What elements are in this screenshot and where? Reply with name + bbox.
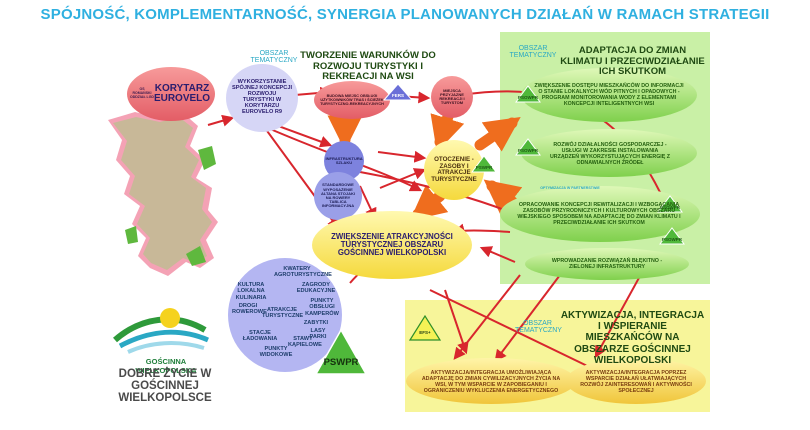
tourism-area-tag: OBSZAR TEMATYCZNY	[250, 50, 298, 65]
climate-option-4: WPROWADZANIE ROZWIĄZAŃ BŁĘKITNO - ZIELON…	[551, 257, 663, 270]
psowpr-label-1: PSOWPR	[518, 95, 539, 101]
mop-oval	[314, 81, 390, 119]
climate-oval-3	[500, 186, 700, 242]
pswpr-triangle-icon	[314, 328, 368, 375]
climate-area-tag: OBSZAR TEMATYCZNY	[509, 45, 557, 60]
word-stacje: STACJE ŁADOWANIA	[242, 330, 278, 343]
word-kultura: KULTURA LOKALNA KULINARIA	[235, 282, 267, 301]
standardowe-label: STANDARDOWE WYPOSAŻENIE ALTANA STOJAKI N…	[320, 182, 356, 209]
word-drogi: DROGI ROWEROWE	[232, 303, 267, 316]
social-area-tag: OBSZAR TEMATYCZNY	[515, 320, 562, 335]
social-option-1: AKTYWIZACJA/INTEGRACJA UMOŻLIWIAJĄCA ADA…	[421, 369, 561, 395]
przyjazne-label: MIEJSCA PRZYJAZNE REKREACJI I TURYSTOM	[439, 87, 465, 106]
infrastruktura-label: INFRASTRUKTURA SZLAKU	[325, 155, 363, 165]
psowpr-label-5: PSWPR	[475, 165, 493, 171]
koncepcja-oval	[226, 64, 298, 132]
climate-option-3-tag: OPTYMIZACJA W PARTNERSTWIE	[540, 186, 600, 191]
word-punkty-kamperow: PUNKTY OBSŁUGI KAMPERÓW	[305, 298, 339, 317]
psowpr-label-3: PSOWPR	[660, 205, 681, 211]
climate-oval-2	[521, 129, 697, 177]
region-map	[108, 112, 218, 276]
zwiekszenie-label: ZWIĘKSZENIE ATRAKCYJNOŚCI TURYSTYCZNEJ O…	[331, 231, 453, 258]
otoczenie-label: OTOCZENIE - ZASOBY I ATRAKCJE TURYSTYCZN…	[431, 156, 477, 183]
social-oval-1	[406, 358, 576, 404]
fers-label: FERS	[391, 93, 404, 99]
efs-label: EFS+	[419, 329, 431, 335]
koncepcja-label: WYKORZYSTANIE SPÓJNEJ KONCEPCJI ROZWOJU …	[232, 79, 292, 115]
psowpr-label-2: PSOWPR	[518, 148, 539, 154]
pswpr-label: PSWPR	[323, 357, 359, 369]
climate-option-3: OPRACOWANIE KONCEPCJI REWITALIZACJI I WZ…	[517, 201, 681, 227]
korytarz-side-label: OS ROMAŃSKI ODDZIAŁ LGD	[130, 87, 154, 99]
standardowe-circle	[314, 172, 362, 220]
climate-heading: ADAPTACJA DO ZMIAN KLIMATU I PRZECIWDZIA…	[560, 45, 705, 78]
miejsca-przyjazne-circle	[431, 76, 473, 118]
word-kwatery: KWATERY AGROTURYSTYCZNE	[274, 266, 332, 279]
word-stawy: STAWY KĄPIELOWE	[288, 336, 322, 349]
word-atrakcje: ATRAKCJE TURYSTYCZNE	[262, 307, 304, 320]
word-zagrody: ZAGRODY EDUKACYJNE	[296, 282, 336, 295]
word-lasy: LASY PARKI	[309, 328, 327, 341]
social-oval-2	[566, 358, 706, 404]
korytarz-label: KORYTARZ EUROVELO	[153, 82, 211, 104]
word-zabytki: ZABYTKI	[303, 320, 329, 326]
atrakcje-circle	[228, 258, 342, 372]
fers-triangle-icon	[382, 83, 414, 101]
korytarz-oval	[127, 67, 215, 121]
psowpr-label-4: PSOWPR	[662, 237, 683, 243]
mop-label: BUDOWA MIEJSC OBSŁUGI UŻYTKOWNIKÓW TRAS …	[320, 94, 384, 106]
climate-option-2: ROZWÓJ DZIAŁALNOŚCI GOSPODARCZEJ - USŁUG…	[549, 141, 671, 167]
psowpr-triangle-icon	[471, 85, 685, 245]
efs-triangle-icon	[408, 314, 442, 341]
social-heading: AKTYWIZACJA, INTEGRACJA I WSPIERANIE MIE…	[560, 310, 705, 366]
climate-oval-4	[525, 248, 689, 280]
climate-option-1: ZWIĘKSZENIE DOSTĘPU MIESZKAŃCÓW DO INFOR…	[534, 82, 684, 108]
climate-oval-1	[521, 68, 697, 122]
tourism-heading: TWORZENIE WARUNKÓW DO ROZWOJU TURYSTYKI …	[300, 50, 436, 83]
zwiekszenie-oval	[312, 211, 472, 279]
logo-name: GOŚCINNA WIELKOPOLSKA	[135, 357, 197, 375]
page-title: SPÓJNOŚĆ, KOMPLEMENTARNOŚĆ, SYNERGIA PLA…	[40, 6, 770, 23]
social-option-2: AKTYWIZACJA/INTEGRACJA POPRZEZ WSPARCIE …	[580, 369, 692, 395]
logo-icon	[113, 308, 209, 354]
infrastruktura-circle	[324, 141, 364, 181]
logo-slogan: DOBRE ŻYCIE W GOŚCINNEJ WIELKOPOLSCE	[118, 368, 212, 405]
word-punkty-widokowe: PUNKTY WIDOKOWE	[259, 346, 293, 359]
otoczenie-circle	[424, 140, 484, 200]
